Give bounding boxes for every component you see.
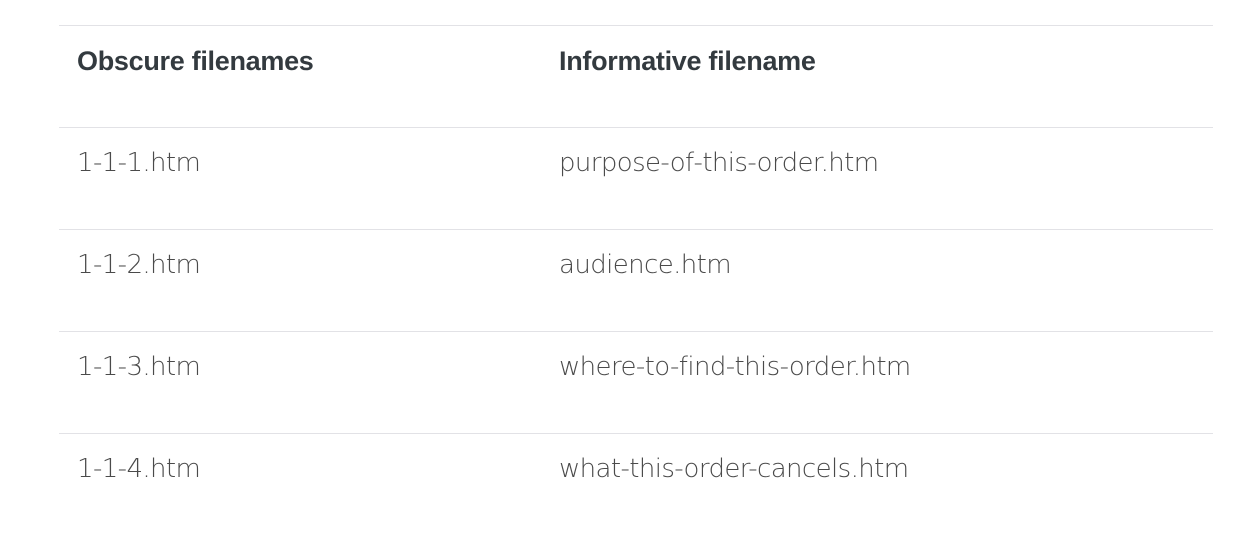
informative-filename-cell: what-this-order-cancels.htm [541, 433, 1213, 536]
table-header-row: Obscure filenames Informative filename [59, 25, 1213, 128]
table-row: 1-1-4.htm what-this-order-cancels.htm [59, 433, 1213, 536]
informative-filename-cell: audience.htm [541, 229, 1213, 332]
informative-filename-cell: where-to-find-this-order.htm [541, 331, 1213, 434]
obscure-filename-cell: 1-1-4.htm [59, 433, 541, 536]
table-row: 1-1-1.htm purpose-of-this-order.htm [59, 127, 1213, 230]
header-informative-filename: Informative filename [541, 25, 1213, 128]
obscure-filename-cell: 1-1-1.htm [59, 127, 541, 230]
header-obscure-filenames: Obscure filenames [59, 25, 541, 128]
obscure-filename-cell: 1-1-3.htm [59, 331, 541, 434]
obscure-filename-cell: 1-1-2.htm [59, 229, 541, 332]
filename-comparison-table: Obscure filenames Informative filename 1… [59, 25, 1213, 536]
table-row: 1-1-2.htm audience.htm [59, 229, 1213, 332]
table-row: 1-1-3.htm where-to-find-this-order.htm [59, 331, 1213, 434]
informative-filename-cell: purpose-of-this-order.htm [541, 127, 1213, 230]
